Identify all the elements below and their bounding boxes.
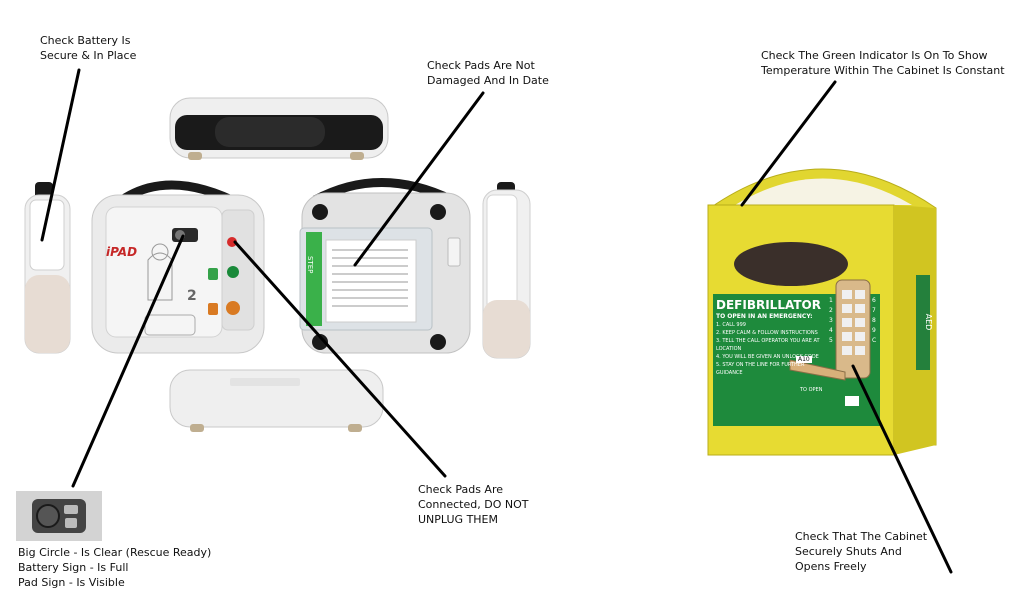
cabinet-keypad-right: 6 7 8 9 C [872,296,876,346]
cabinet-title: DEFIBRILLATOR [716,298,821,312]
keypad-digit: C [872,337,877,344]
cabinet-keypad-left: 1 2 3 4 5 [829,296,833,346]
step-2-marker: 2 [187,288,197,304]
keypad-digit: 3 [829,317,833,324]
keypad-digit: 1 [829,297,833,304]
cabinet-step-1: 1. CALL 999 [716,322,746,328]
device-left-view [24,182,71,354]
keypad-digit: 7 [872,307,876,314]
status-panel-thumbnail [16,491,102,541]
device-right-view [482,182,531,359]
annotation-status-panel: Big Circle - Is Clear (Rescue Ready) Bat… [18,546,212,589]
keypad-digit: 9 [872,327,876,334]
annotation-pads-date: Check Pads Are Not Damaged And In Date [427,59,549,87]
keypad-digit: 5 [829,337,833,344]
annotation-cabinet-shuts: Check That The Cabinet Securely Shuts An… [795,530,928,573]
device-front: iPAD 2 [91,180,265,354]
annotation-pads-connected: Check Pads Are Connected, DO NOT UNPLUG … [418,483,529,526]
leader-line-indicator [740,80,837,207]
keypad-digit: 2 [829,307,833,314]
leader-line-battery [40,68,81,242]
keypad-digit: 6 [872,297,876,304]
cabinet-step-3: 3. TELL THE CALL OPERATOR YOU ARE AT LOC… [716,338,820,352]
annotation-battery: Check Battery Is Secure & In Place [40,34,137,62]
cabinet-sign: DEFIBRILLATOR TO OPEN IN AN EMERGENCY: 1… [716,298,831,377]
keypad-digit: 8 [872,317,876,324]
device-brand: iPAD [106,245,137,259]
cabinet-step-2: 2. KEEP CALM & FOLLOW INSTRUCTIONS [716,330,818,336]
cabinet-step-4: 4. YOU WILL BE GIVEN AN UNLOCK CODE [716,354,819,360]
leader-line-pads-connected [233,240,447,478]
pads-step-label: STEP [306,256,314,274]
annotation-green-indicator: Check The Green Indicator Is On To Show … [761,49,1005,77]
device-bottom-view [169,369,384,432]
aed-cabinet: AED [707,168,937,456]
cabinet-to-open: TO OPEN [800,387,823,393]
cabinet-location-code: A10 [796,356,812,363]
device-back [299,178,471,354]
leader-line-status-panel [71,234,185,488]
leader-line-pads-date [353,91,485,267]
device-top-view [169,97,389,160]
leader-line-cabinet [851,364,953,574]
cabinet-subtitle: TO OPEN IN AN EMERGENCY: [716,313,813,320]
keypad-digit: 4 [829,327,833,334]
cabinet-step-5: 5. STAY ON THE LINE FOR FURTHER GUIDANCE [716,362,805,376]
cabinet-side-label: AED [924,314,933,331]
